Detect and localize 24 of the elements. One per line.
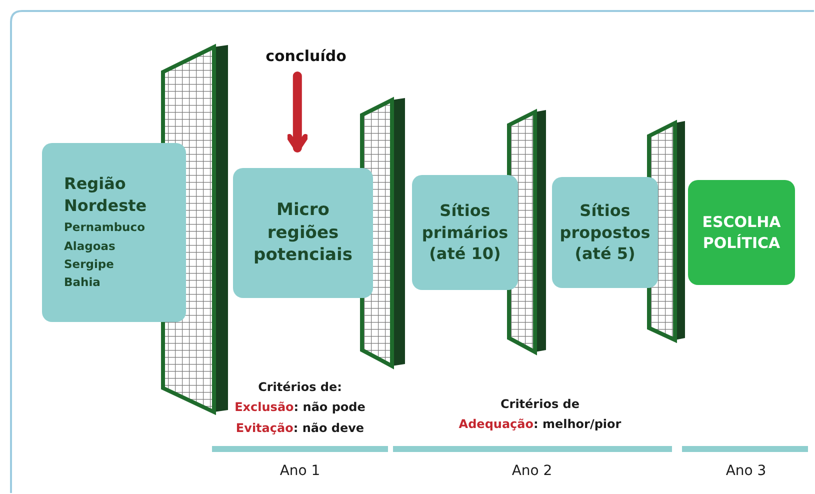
criteria-heading: Critérios de: [499, 397, 581, 411]
box-title: Sítios propostos (até 5): [558, 200, 652, 265]
box-title: ESCOLHA POLÍTICA: [701, 212, 782, 253]
process-box: [233, 168, 373, 298]
state-name: Bahia: [64, 274, 102, 292]
state-name: Alagoas: [64, 238, 116, 255]
status-label: concluído: [264, 46, 348, 66]
criteria-note: Adequação: melhor/pior: [458, 417, 622, 431]
box-title: Micro regiões potenciais: [252, 198, 354, 268]
year-label: Ano 1: [278, 463, 322, 479]
criteria-heading: Critérios de:: [257, 380, 343, 394]
state-name: Pernambuco: [64, 219, 146, 236]
region-box: [42, 143, 186, 322]
process-box: [412, 175, 518, 290]
box-title: Sítios primários (até 10): [420, 200, 510, 265]
state-name: Sergipe: [64, 256, 115, 274]
box-title: Região Nordeste: [64, 173, 148, 216]
process-box: [552, 177, 658, 288]
criteria-note: Exclusão: não pode: [234, 400, 366, 414]
decision-box: [688, 180, 795, 285]
criteria-note: Evitação: não deve: [234, 421, 366, 435]
year-label: Ano 2: [510, 463, 554, 479]
year-label: Ano 3: [724, 463, 768, 479]
arrow: [286, 72, 308, 152]
